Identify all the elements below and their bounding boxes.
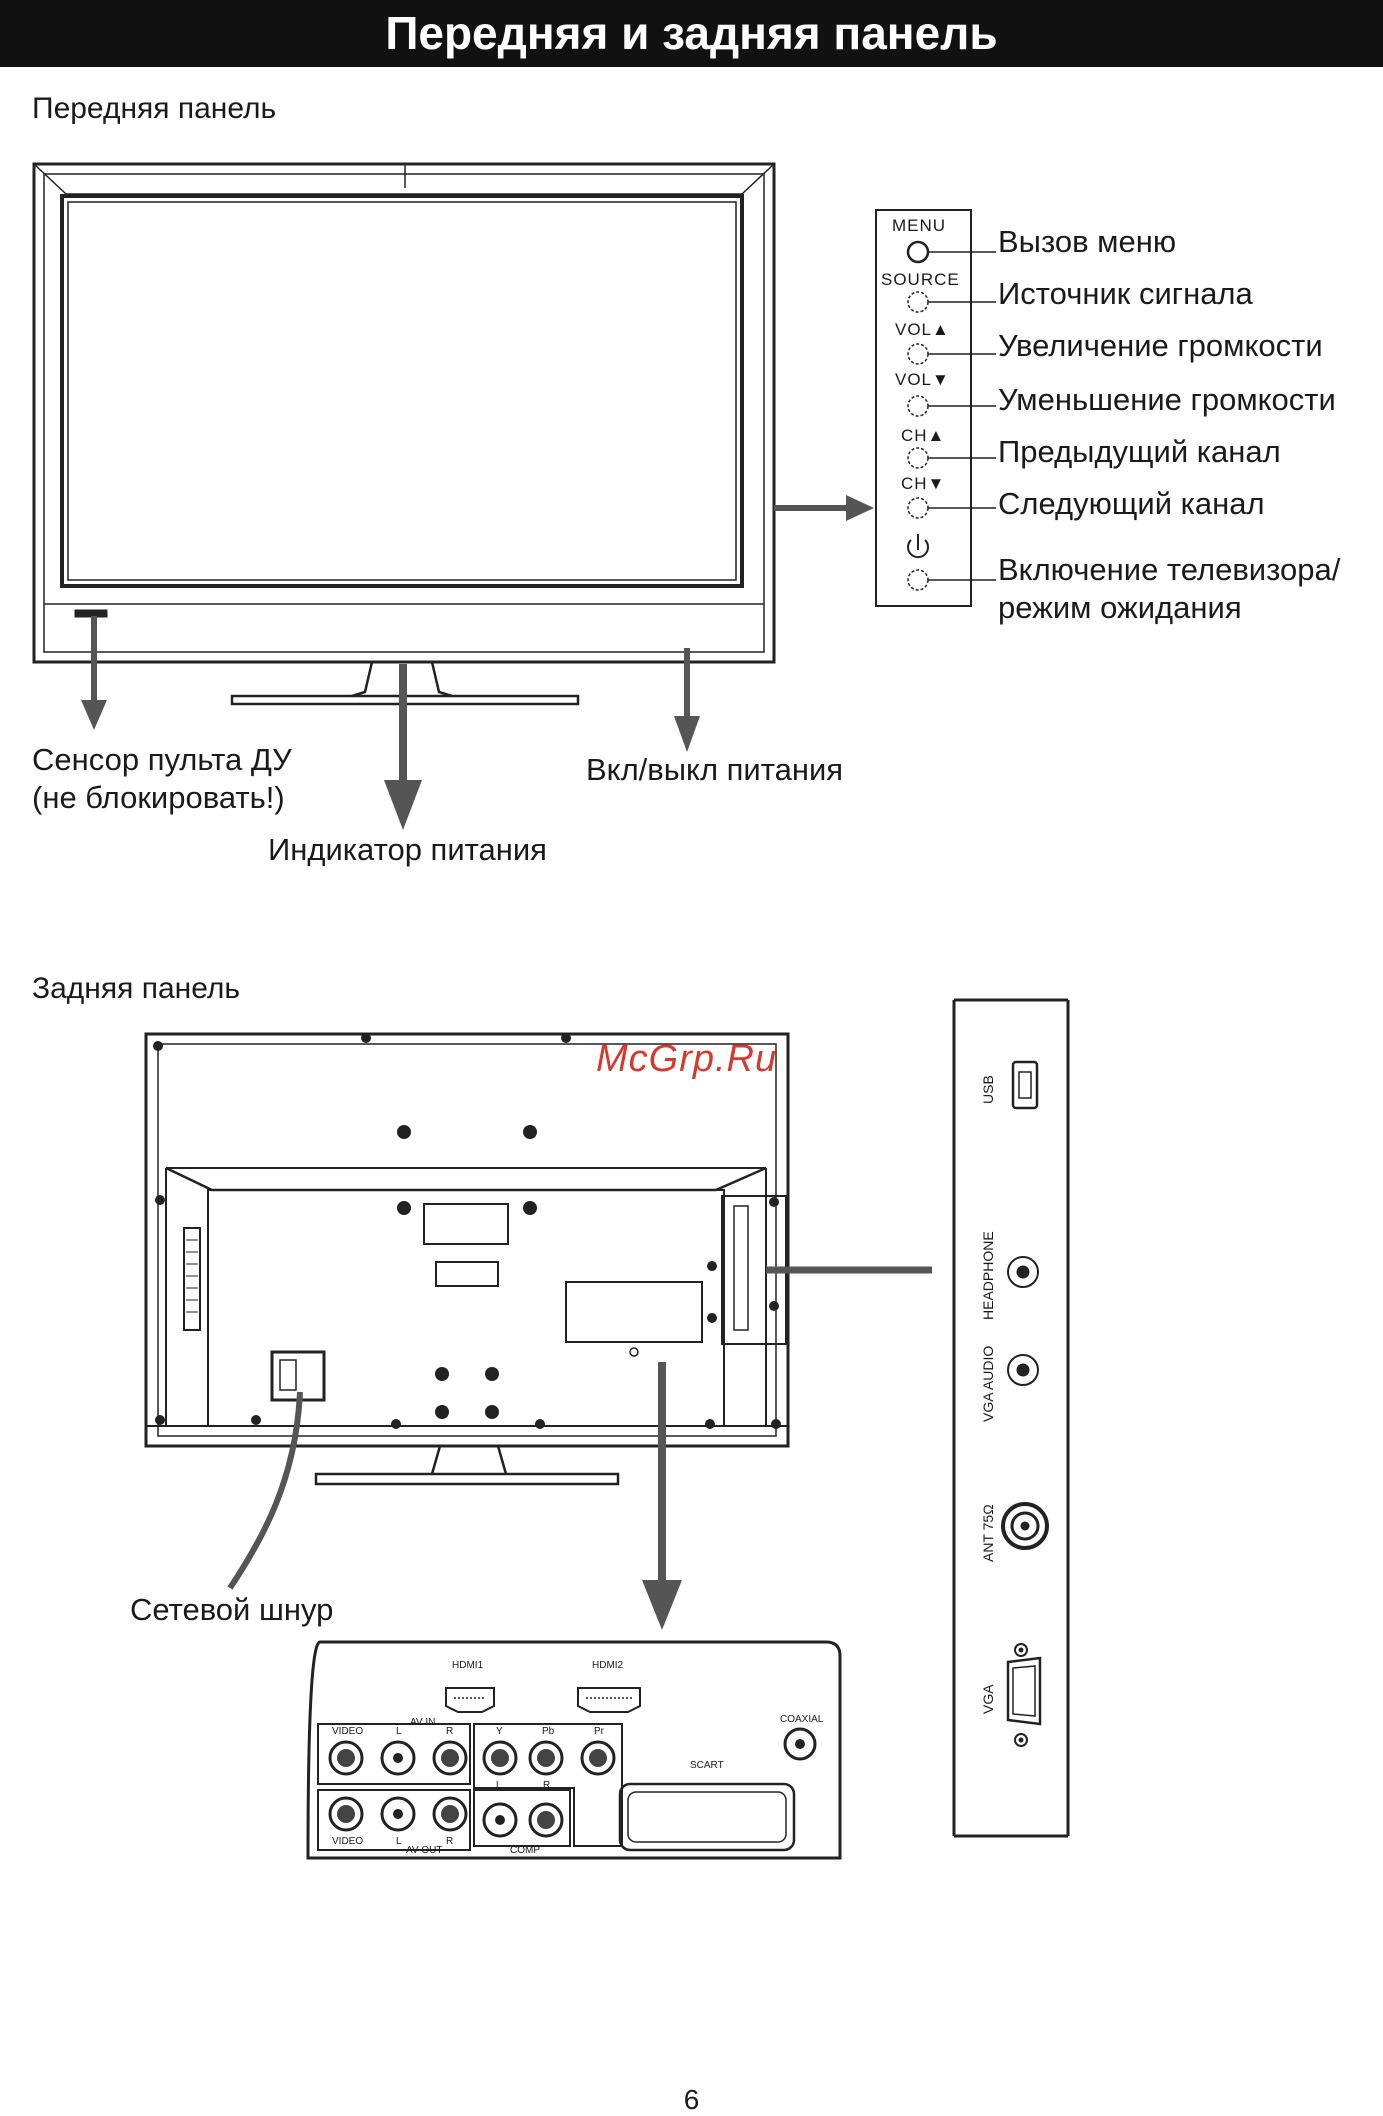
- port-label-video-in: VIDEO: [332, 1726, 364, 1737]
- callout-power-cord: Сетевой шнур: [130, 1592, 334, 1627]
- port-label-hdmi2: HDMI2: [592, 1660, 624, 1671]
- port-label-av-in: AV IN: [410, 1717, 436, 1728]
- front-arrows: [81, 495, 874, 830]
- front-keypad-panel: [875, 209, 996, 607]
- port-label-hdmi1: HDMI1: [452, 1660, 484, 1671]
- keypad-label-source: SOURCE: [881, 270, 960, 289]
- label-power-line2: режим ожидания: [998, 590, 1242, 625]
- port-label-pb: Pb: [542, 1726, 555, 1737]
- port-label-vga-audio: VGA AUDIO: [980, 1345, 996, 1422]
- page-title-banner: Передняя и задняя панель: [0, 0, 1383, 67]
- port-label-l-out: L: [396, 1836, 402, 1847]
- callout-remote-sensor-line2: (не блокировать!): [32, 780, 285, 815]
- label-menu: Вызов меню: [998, 224, 1177, 259]
- port-label-y: Y: [496, 1726, 503, 1737]
- port-label-headphone: HEADPHONE: [980, 1231, 996, 1320]
- front-panel-section-label: Передняя панель: [32, 92, 277, 125]
- rear-arrows: [227, 1266, 932, 1630]
- label-volume-down: Уменьшение громкости: [998, 382, 1336, 417]
- keypad-label-vol-down: VOL▼: [895, 370, 950, 389]
- label-power-line1: Включение телевизора/: [998, 552, 1341, 587]
- port-label-l-audio: L: [496, 1780, 502, 1791]
- label-source: Источник сигнала: [998, 276, 1253, 311]
- port-label-r-out: R: [446, 1836, 454, 1847]
- port-label-ant: ANT 75Ω: [980, 1504, 996, 1562]
- front-tv-drawing: [32, 162, 776, 706]
- callout-remote-sensor-line1: Сенсор пульта ДУ: [32, 742, 292, 777]
- port-label-scart: SCART: [690, 1760, 724, 1771]
- side-port-panel: [952, 998, 1070, 1838]
- callout-power-switch: Вкл/выкл питания: [586, 752, 844, 787]
- port-label-r-in: R: [446, 1726, 454, 1737]
- keypad-label-ch-up: CH▲: [901, 426, 946, 445]
- watermark-text: McGrp.Ru: [596, 1038, 778, 1080]
- port-label-usb: USB: [980, 1075, 996, 1104]
- rear-tv-drawing: [144, 1032, 790, 1486]
- port-label-coaxial: COAXIAL: [780, 1714, 824, 1725]
- keypad-label-vol-up: VOL▲: [895, 320, 950, 339]
- rear-panel-section-label: Задняя панель: [32, 972, 241, 1005]
- port-label-pr: Pr: [594, 1726, 604, 1737]
- rear-screw-holes: [153, 1033, 781, 1429]
- keypad-label-menu: MENU: [892, 216, 947, 235]
- label-channel-up: Предыдущий канал: [998, 434, 1281, 469]
- port-label-vga: VGA: [980, 1684, 996, 1714]
- port-label-comp: COMP: [510, 1845, 540, 1856]
- page-number: 6: [683, 2084, 700, 2115]
- port-label-av-out: AV OUT: [406, 1845, 443, 1856]
- label-volume-up: Увеличение громкости: [998, 328, 1323, 363]
- rca-jacks: [328, 1727, 817, 1838]
- port-label-r-audio: R: [543, 1780, 551, 1791]
- port-label-l-in: L: [396, 1726, 402, 1737]
- keypad-label-ch-down: CH▼: [901, 474, 946, 493]
- callout-power-indicator: Индикатор питания: [268, 832, 547, 867]
- bottom-port-panel: [306, 1640, 842, 1860]
- label-channel-down: Следующий канал: [998, 486, 1265, 521]
- port-label-video-out: VIDEO: [332, 1836, 364, 1847]
